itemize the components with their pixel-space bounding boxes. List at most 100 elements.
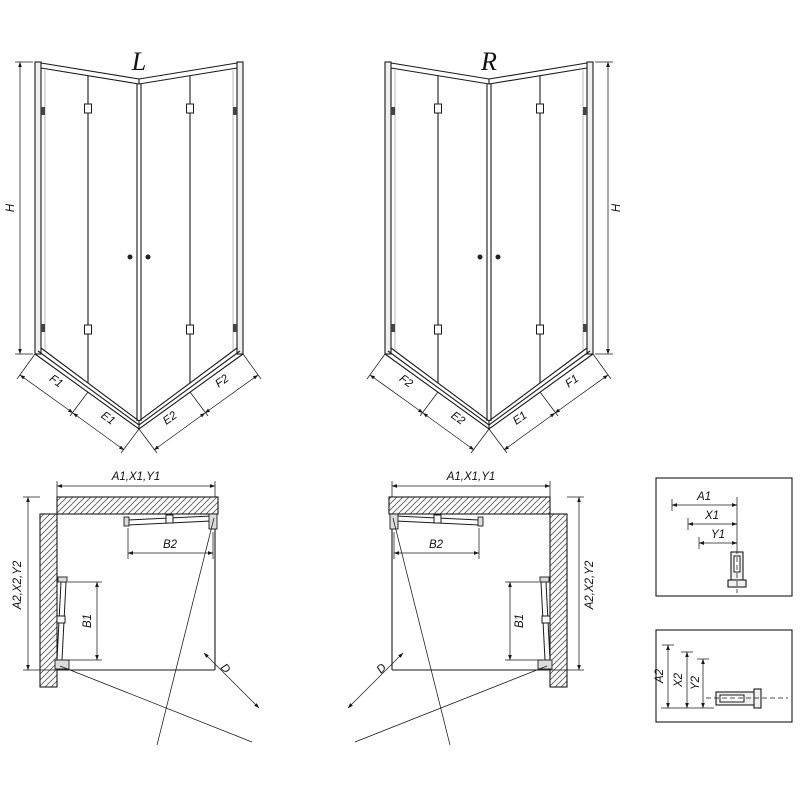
top-dimension bbox=[56, 481, 216, 497]
dim-label-b2: B2 bbox=[163, 539, 178, 551]
b2-dimension bbox=[127, 528, 214, 559]
wall-right-hatched bbox=[549, 513, 568, 688]
wall-bracket-icon bbox=[41, 324, 45, 332]
door-swing-lines bbox=[354, 517, 548, 746]
handle-knob-icon bbox=[495, 254, 501, 260]
hinge-icon bbox=[186, 324, 194, 335]
plan-view-right: D A1,X1,Y1 A2,X2,Y2 B2 B1 bbox=[347, 471, 596, 746]
bottom-dimensions-right-side bbox=[488, 353, 612, 454]
wall-bracket-icon bbox=[583, 107, 587, 115]
dim-label-a2: A2 bbox=[654, 668, 666, 684]
glass-edges bbox=[44, 70, 234, 350]
b2-dimension bbox=[393, 528, 480, 559]
diagonal-dimension bbox=[203, 652, 260, 709]
wall-bracket-icon bbox=[391, 324, 395, 332]
profile-section bbox=[727, 549, 747, 593]
dim-label-e2: E2 bbox=[449, 410, 468, 428]
wall-left-hatched bbox=[39, 513, 58, 688]
top-frame bbox=[390, 62, 588, 85]
view-label-right: R bbox=[480, 47, 497, 76]
b1-dimension bbox=[505, 581, 543, 661]
front-view-right: R bbox=[366, 47, 623, 454]
folding-door-top bbox=[123, 513, 218, 530]
door-edge-profile bbox=[57, 576, 68, 583]
wall-profile bbox=[34, 61, 42, 355]
front-view-left: L bbox=[5, 47, 262, 454]
dim-label-e2: E2 bbox=[161, 409, 180, 427]
plan-view-left: D A1,X1,Y1 A2,X2,Y2 B2 B1 bbox=[12, 471, 260, 746]
diagonal-dimension bbox=[347, 652, 404, 709]
hinge-icon bbox=[186, 103, 194, 114]
dim-label-e1: E1 bbox=[99, 410, 117, 428]
handle-knob-icon bbox=[127, 254, 133, 260]
wall-top-hatched bbox=[56, 496, 219, 515]
handle-knob-icon bbox=[477, 254, 483, 260]
side-dimension bbox=[550, 496, 584, 671]
dim-label-x1: X1 bbox=[704, 510, 719, 522]
dim-label-a2x2y2: A2,X2,Y2 bbox=[12, 560, 24, 610]
door-panels bbox=[437, 76, 541, 421]
profile-inner bbox=[719, 694, 745, 703]
folding-door-side bbox=[54, 576, 70, 670]
wall-bracket-icon bbox=[233, 324, 237, 332]
folding-door-side bbox=[537, 576, 553, 670]
tray-outline bbox=[391, 514, 550, 671]
dim-label-b2: B2 bbox=[429, 539, 444, 551]
dim-label-a1x1y1: A1,X1,Y1 bbox=[446, 471, 496, 483]
wall-bracket-icon bbox=[391, 107, 395, 115]
dim-label-b1: B1 bbox=[514, 614, 526, 628]
dim-label-b1: B1 bbox=[82, 614, 94, 628]
top-frame bbox=[40, 62, 238, 85]
hinge-icon bbox=[84, 103, 92, 114]
door-edge-profile bbox=[477, 516, 484, 527]
door-edge-profile bbox=[539, 576, 550, 583]
dim-label-f1: F1 bbox=[563, 373, 581, 391]
dim-label-a2x2y2: A2,X2,Y2 bbox=[584, 560, 596, 610]
handle-knob-icon bbox=[145, 254, 151, 260]
wall-bracket-icon bbox=[41, 107, 45, 115]
hinge-icon bbox=[536, 324, 544, 335]
detail-frame bbox=[655, 477, 793, 597]
dim-label-e1: E1 bbox=[511, 410, 529, 428]
dim-label-x2: X2 bbox=[673, 672, 685, 688]
wall-profiles-right-view bbox=[384, 61, 594, 355]
door-edge-profile bbox=[123, 516, 130, 527]
detail-dimensions bbox=[671, 497, 738, 549]
dim-label-a1x1y1: A1,X1,Y1 bbox=[111, 471, 161, 483]
h-dimension-left bbox=[15, 61, 33, 355]
wall-top-hatched bbox=[388, 496, 551, 515]
detail-dimensions bbox=[661, 644, 714, 709]
dim-label-f2: F2 bbox=[397, 373, 415, 391]
hinge-icon bbox=[165, 514, 174, 524]
hinges bbox=[391, 103, 587, 335]
wall-profile bbox=[384, 61, 392, 355]
door-handles bbox=[477, 254, 501, 260]
bottom-dimensions-right-side bbox=[138, 353, 262, 454]
detail-box-top: A1 X1 Y1 bbox=[655, 477, 793, 597]
shower-tray bbox=[34, 347, 244, 430]
wall-profile bbox=[586, 61, 594, 355]
tray-outline bbox=[57, 514, 216, 671]
wall-bracket-icon bbox=[233, 107, 237, 115]
dim-label-d: D bbox=[218, 662, 232, 676]
wall-profiles-left-view bbox=[34, 61, 244, 355]
door-handles bbox=[127, 254, 151, 260]
dim-label-f2: F2 bbox=[213, 372, 231, 390]
dim-label-h: H bbox=[5, 203, 17, 212]
profile-section bbox=[706, 688, 788, 709]
hinge-icon bbox=[536, 103, 544, 114]
dim-label-y2: Y2 bbox=[690, 675, 702, 690]
b1-dimension bbox=[64, 581, 102, 661]
hinge-icon bbox=[56, 615, 66, 624]
hinge-icon bbox=[434, 324, 442, 335]
hinge-icon bbox=[433, 514, 442, 524]
dim-label-a1: A1 bbox=[696, 491, 711, 503]
door-swing-lines bbox=[59, 517, 253, 746]
dim-label-y1: Y1 bbox=[711, 529, 725, 541]
h-dimension-right bbox=[595, 61, 613, 355]
shower-tray bbox=[384, 347, 594, 430]
wall-bracket-icon bbox=[583, 324, 587, 332]
corner-post bbox=[54, 659, 70, 670]
